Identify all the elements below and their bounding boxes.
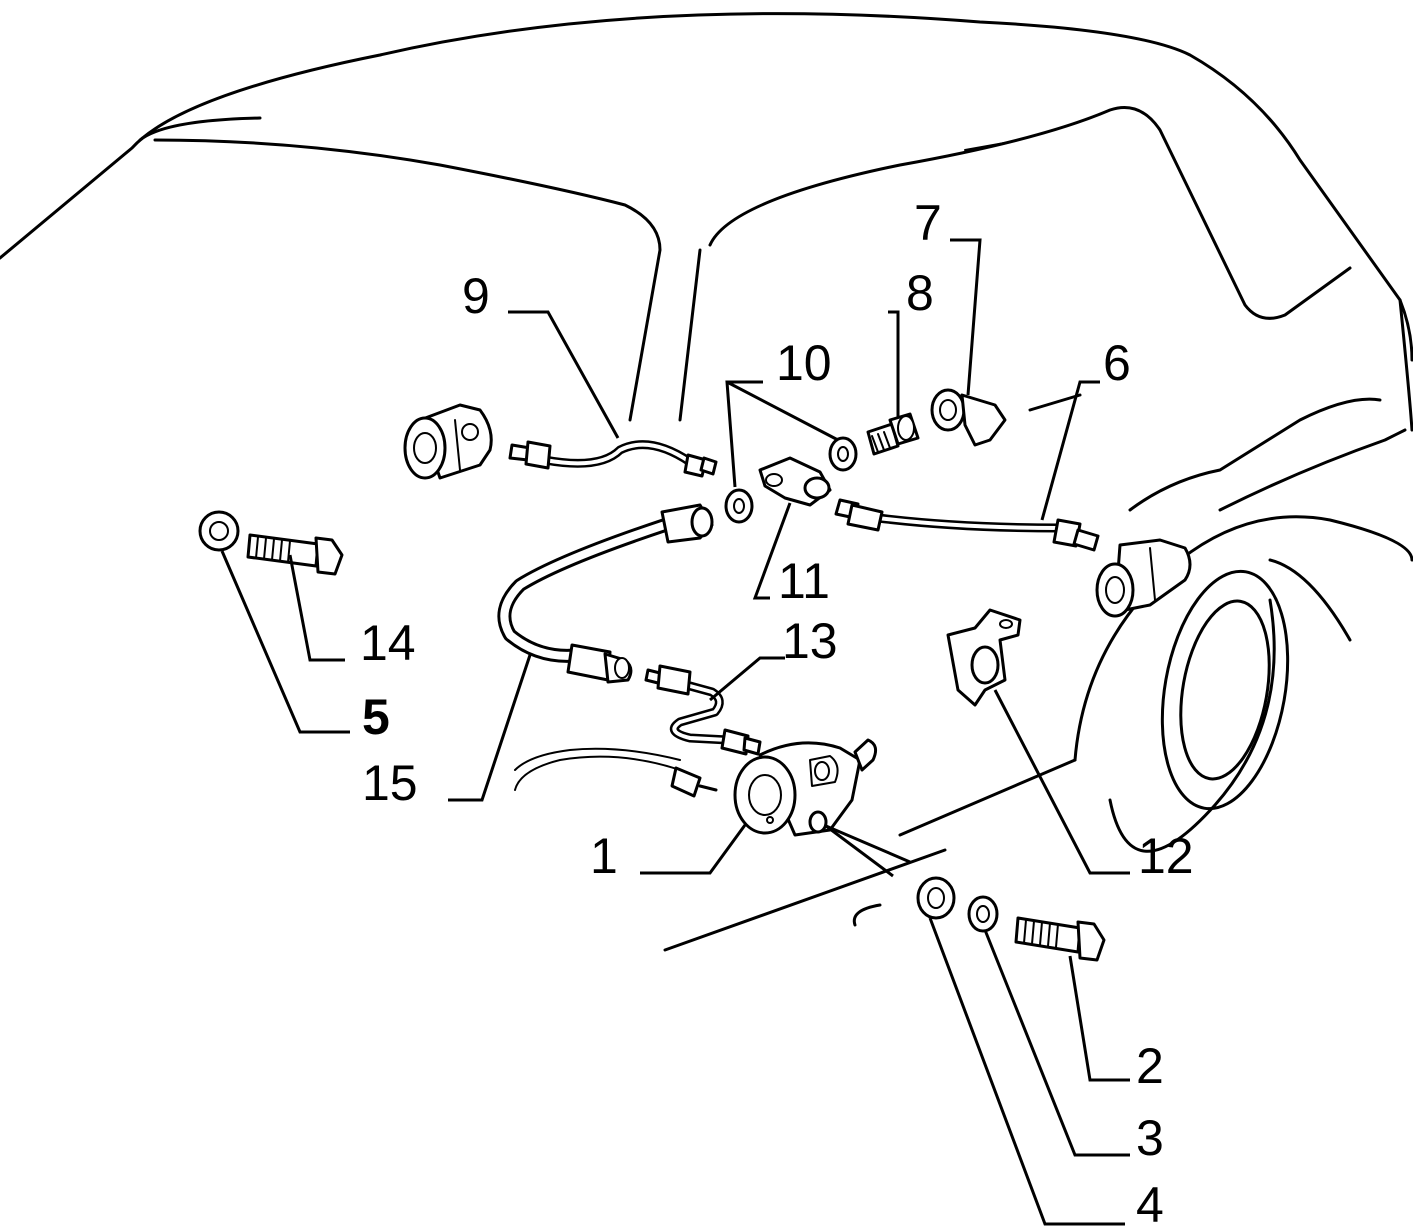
left-wheel-cylinder [403, 403, 493, 480]
part-13-rigid-pipe [644, 664, 762, 756]
callout-11: 11 [778, 553, 830, 609]
callout-1: 1 [590, 828, 618, 884]
right-wheel-cylinder [1095, 538, 1192, 618]
callout-2: 2 [1136, 1038, 1164, 1094]
part-2-bolt [1014, 916, 1106, 962]
callout-6: 6 [1103, 335, 1131, 391]
part-11-union [758, 456, 832, 507]
callout-12: 12 [1138, 828, 1194, 884]
part-10-washers [724, 436, 858, 524]
callout-labels: 9 10 8 7 6 11 13 14 5 15 1 12 2 3 4 [360, 195, 1194, 1226]
callout-13: 13 [782, 613, 838, 669]
part-15-flex-hose [497, 503, 714, 684]
car-body-outline [0, 12, 1413, 952]
callout-8: 8 [906, 265, 934, 321]
leader-lines [220, 238, 1130, 1226]
callout-15: 15 [362, 755, 418, 811]
part-6-brake-hose [834, 498, 1100, 552]
part-1-brake-regulator [733, 738, 878, 837]
callout-9: 9 [462, 268, 490, 324]
callout-14: 14 [360, 615, 416, 671]
callout-4: 4 [1136, 1177, 1164, 1226]
part-5-washer [198, 510, 240, 552]
part-9-brake-hose [508, 440, 718, 478]
part-14-bolt [246, 533, 344, 576]
part-3-washer [967, 895, 999, 933]
callout-5: 5 [362, 689, 390, 745]
rear-axle-pipe [514, 747, 718, 798]
part-4-washer [916, 876, 956, 920]
part-8-bolt [866, 412, 920, 456]
part-7-bracket [930, 388, 1007, 447]
part-12-bracket [946, 608, 1022, 707]
callout-3: 3 [1136, 1110, 1164, 1166]
callout-10: 10 [776, 335, 832, 391]
callout-7: 7 [914, 195, 942, 251]
